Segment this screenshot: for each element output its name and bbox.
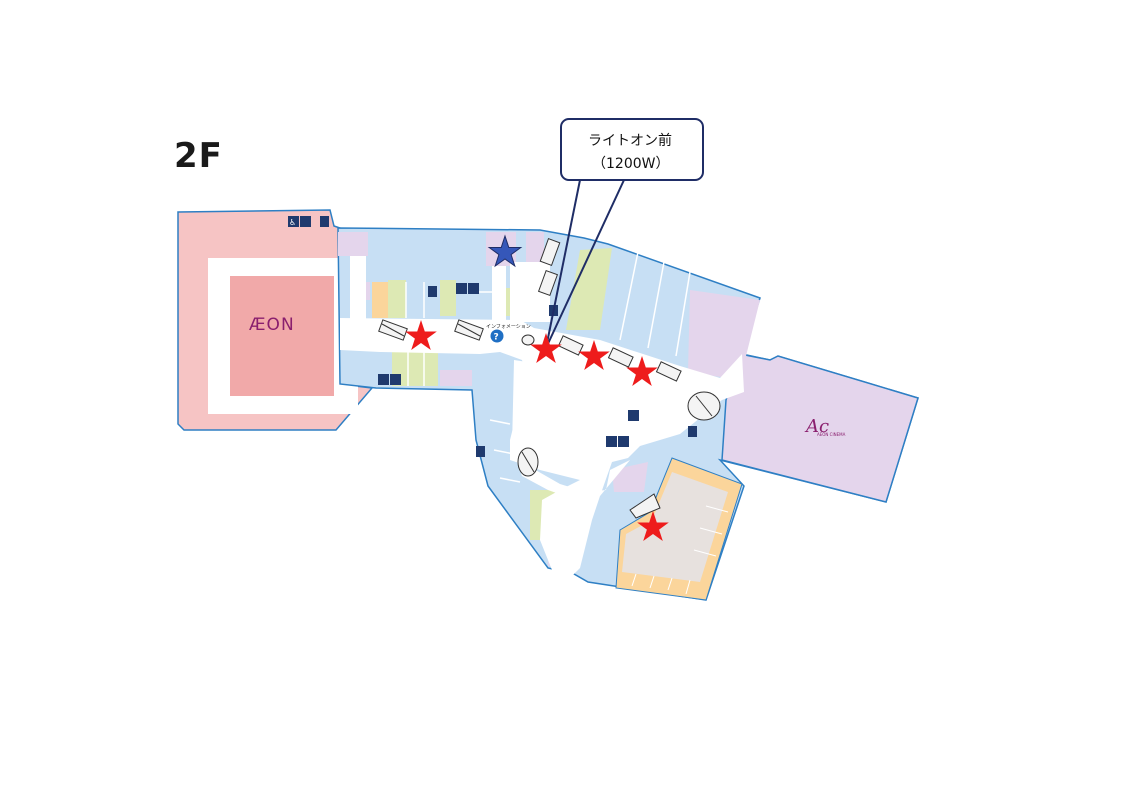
escalator-icon[interactable]	[454, 319, 484, 341]
information-icon[interactable]	[490, 329, 504, 343]
cinema-logo-subtext: AEON CINEMA	[817, 432, 846, 437]
red-star-icon[interactable]	[626, 356, 658, 386]
elevator-icon	[320, 216, 329, 227]
callout-power-spec: （1200W）	[592, 156, 670, 172]
elevator-icon	[688, 426, 697, 437]
information-point[interactable]: インフォメーション ?	[486, 324, 531, 343]
red-star-icon[interactable]	[405, 320, 437, 350]
information-label: インフォメーション	[486, 324, 531, 330]
southeast-block[interactable]	[615, 457, 743, 601]
shop-dividers	[405, 251, 691, 483]
elevator-icon	[476, 446, 485, 457]
orange-shops	[372, 282, 388, 318]
escalator-icon[interactable]	[557, 335, 584, 356]
escalators[interactable]	[378, 238, 721, 519]
escalator-icon[interactable]	[378, 319, 408, 341]
escalator-icon[interactable]	[537, 269, 559, 297]
escalator-icon[interactable]	[521, 334, 535, 346]
wheelchair-icon	[390, 374, 401, 385]
star-markers[interactable]	[405, 234, 669, 541]
blue-star-icon[interactable]	[487, 234, 523, 268]
escalator-icon[interactable]	[655, 361, 682, 382]
wheelchair-icon	[618, 436, 629, 447]
escalator-icon[interactable]	[539, 238, 561, 266]
restroom-icon: ♿	[288, 216, 299, 227]
escalator-icon[interactable]	[607, 347, 634, 368]
callout-location-name: ライトオン前	[588, 133, 672, 149]
facility-icons: ♿	[288, 216, 697, 457]
corridors	[340, 256, 744, 576]
svg-text:♿: ♿	[289, 218, 296, 227]
red-star-icon[interactable]	[578, 340, 610, 370]
wheelchair-icon	[468, 283, 479, 294]
escalator-icon[interactable]	[687, 391, 721, 421]
callout-pointer	[545, 179, 625, 349]
red-star-icon[interactable]	[530, 333, 562, 363]
aeon-logo-text: ÆON	[249, 315, 295, 335]
restroom-icon	[456, 283, 467, 294]
location-callout: ライトオン前 （1200W）	[560, 118, 704, 181]
elevator-icon	[428, 286, 437, 297]
escalator-icon[interactable]	[517, 447, 539, 477]
restroom-icon	[606, 436, 617, 447]
restroom-icon	[628, 410, 639, 421]
wheelchair-icon	[300, 216, 311, 227]
svg-text:?: ?	[494, 333, 499, 343]
cinema-block[interactable]: Ac AEON CINEMA	[721, 353, 919, 503]
escalator-icon[interactable]	[629, 493, 661, 519]
red-star-icon[interactable]	[637, 511, 669, 541]
restroom-icon	[378, 374, 389, 385]
floor-label: 2F	[174, 136, 223, 176]
cinema-logo-text: Ac	[804, 416, 829, 437]
